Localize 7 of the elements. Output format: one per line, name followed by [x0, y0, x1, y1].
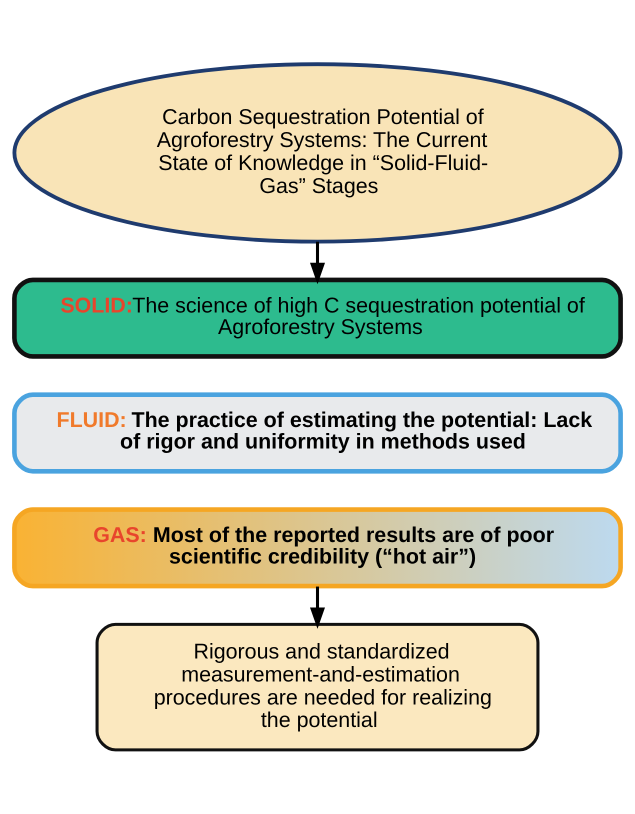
node-box: SOLID:The science of high C sequestration potential of Agroforestry Systems: [12, 278, 623, 359]
arrow: [310, 586, 326, 629]
node-box: GAS: Most of the reported results are of poor scientific credibility (“hot air”): [12, 507, 623, 588]
node-box: FLUID: The practice of estimating the potential: Lack of rigor and uniformity in methods used: [12, 392, 623, 474]
node-ellipse: Carbon Sequestration Potential of Agroforestry Systems: The Current State of Knowledge in “Solid-Fluid-Gas” Stages: [12, 62, 623, 244]
node-box: Rigorous and standardized measurement-and-estimation procedures are needed for realizing the potential: [96, 622, 540, 752]
arrow: [310, 242, 326, 284]
